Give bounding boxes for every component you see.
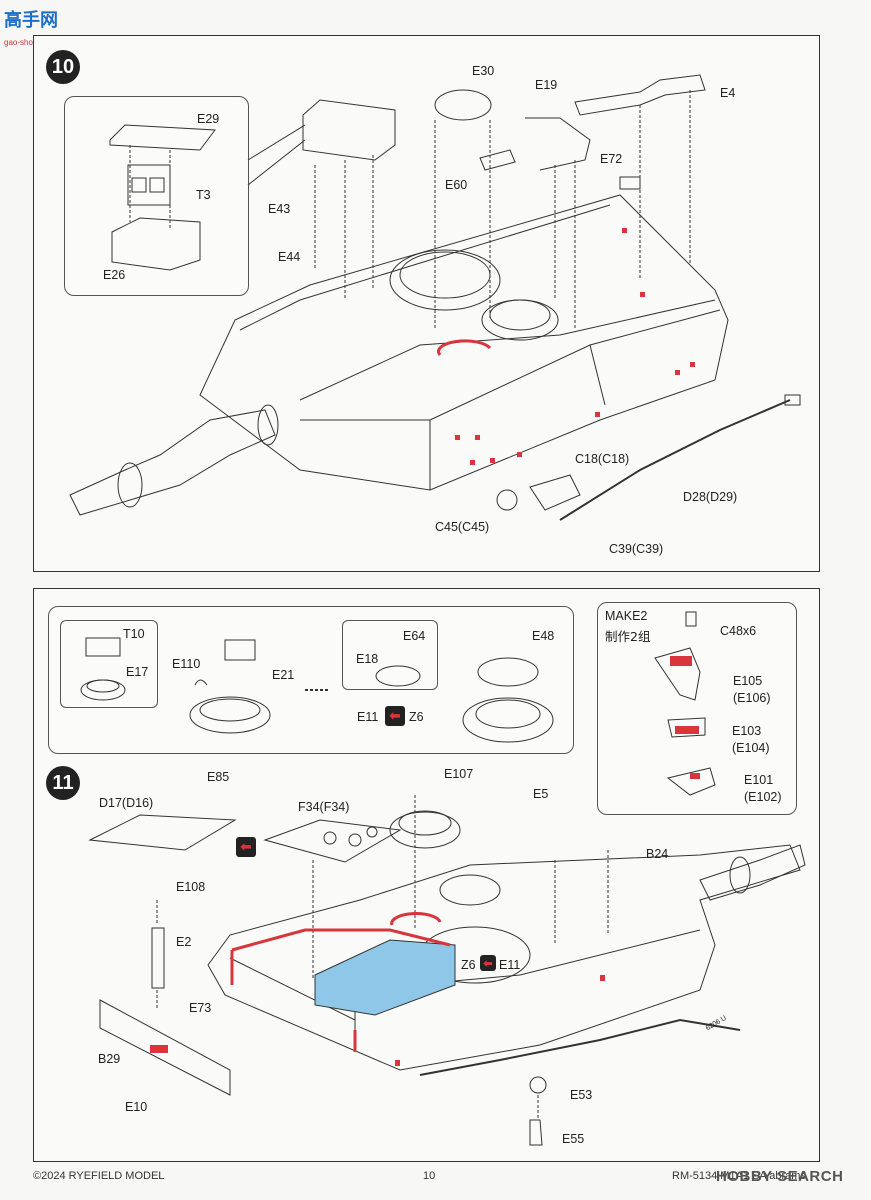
label-E4: E4 (720, 86, 736, 100)
label-E104: (E104) (732, 741, 770, 755)
label-E19: E19 (535, 78, 558, 92)
hobby-search-watermark: HOBBY SEARCH (716, 1168, 843, 1185)
site-logo: 高手网 gao-shou.com (4, 6, 58, 50)
label-E11-hull: E11 (499, 958, 521, 972)
label-E17: E17 (126, 665, 149, 679)
label-E103: E103 (732, 724, 762, 738)
watermark-text: HOBBY SEARCH (716, 1168, 844, 1185)
step-10-number: 10 (46, 50, 80, 84)
label-E102: (E102) (744, 790, 782, 804)
label-C39: C39(C39) (609, 542, 664, 556)
label-E108: E108 (176, 880, 206, 894)
label-E11: E11 (357, 710, 379, 724)
label-E30: E30 (472, 64, 495, 78)
logo-subtext: gao-shou.com (4, 38, 55, 47)
label-E29: E29 (197, 112, 220, 126)
label-E72: E72 (600, 152, 623, 166)
label-E18: E18 (356, 652, 379, 666)
make2-inset (597, 602, 797, 815)
label-F34: F34(F34) (298, 800, 350, 814)
step-11-number: 11 (46, 766, 80, 800)
label-make2-cn: 制作2组 (605, 629, 651, 644)
footer-product: RM-5134 M1A1 SA abrams (672, 1170, 806, 1182)
label-E107: E107 (444, 767, 474, 781)
label-Z6: Z6 (409, 710, 424, 724)
label-E10: E10 (125, 1100, 148, 1114)
footer-copyright: ©2024 RYEFIELD MODEL (33, 1170, 165, 1182)
label-C48: C48x6 (720, 624, 757, 638)
label-E106: (E106) (733, 691, 771, 705)
label-E5: E5 (533, 787, 549, 801)
label-E73: E73 (189, 1001, 212, 1015)
reverse-arrow-icon: ⬅ (236, 837, 256, 857)
reverse-arrow-icon: ⬅ (480, 955, 496, 971)
label-Z6-hull: Z6 (461, 958, 476, 972)
label-E101: E101 (744, 773, 774, 787)
label-E55: E55 (562, 1132, 585, 1146)
label-C45: C45(C45) (435, 520, 490, 534)
label-E48: E48 (532, 629, 555, 643)
label-T3: T3 (196, 188, 211, 202)
label-C18: C18(C18) (575, 452, 630, 466)
label-E21: E21 (272, 668, 295, 682)
footer-page-number: 10 (423, 1170, 436, 1182)
label-B29: B29 (98, 1052, 121, 1066)
label-T10: T10 (123, 627, 145, 641)
label-B24: B24 (646, 847, 669, 861)
label-E43: E43 (268, 202, 291, 216)
label-E44: E44 (278, 250, 301, 264)
label-E60: E60 (445, 178, 468, 192)
step-10-inset (64, 96, 249, 296)
logo-text: 高手网 (4, 10, 58, 31)
label-D28: D28(D29) (683, 490, 738, 504)
label-E64: E64 (403, 629, 426, 643)
label-E85: E85 (207, 770, 230, 784)
label-make2-en: MAKE2 (605, 609, 648, 623)
label-E53: E53 (570, 1088, 593, 1102)
label-E2: E2 (176, 935, 192, 949)
label-E110: E110 (172, 657, 201, 671)
label-E26: E26 (103, 268, 126, 282)
label-D17: D17(D16) (99, 796, 154, 810)
inset-e18-subbox (342, 620, 438, 690)
label-E105: E105 (733, 674, 763, 688)
reverse-arrow-icon: ⬅ (385, 706, 405, 726)
inset-e17-subbox (60, 620, 158, 708)
